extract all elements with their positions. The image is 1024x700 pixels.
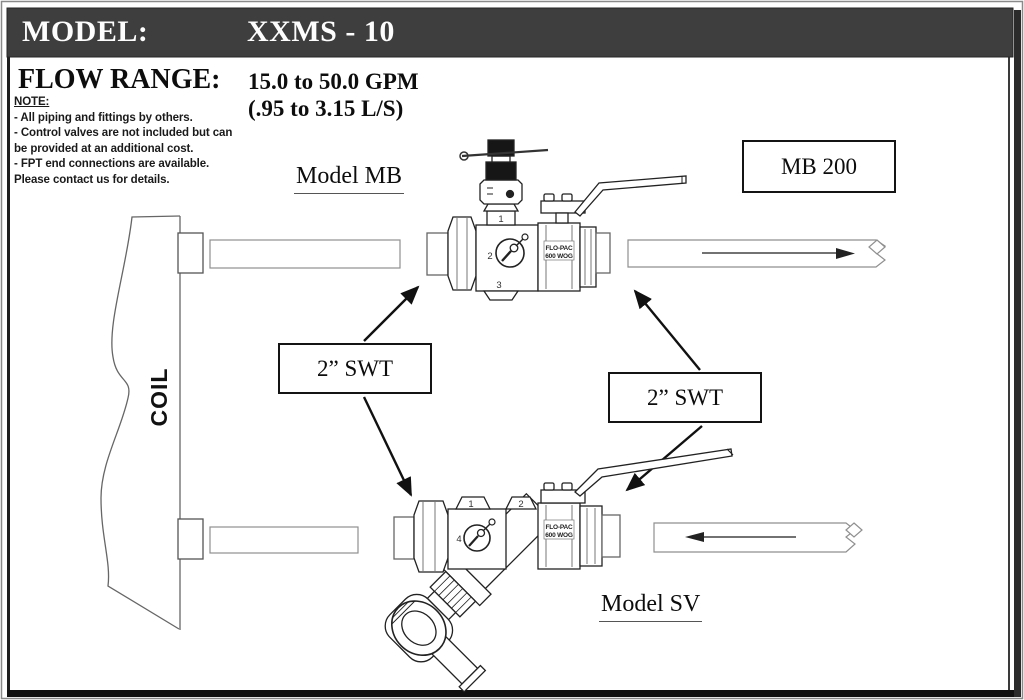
flow-range-lps: (.95 to 3.15 L/S) [248, 96, 404, 121]
header-bar [6, 7, 1014, 58]
sv-port-4: 4 [456, 534, 461, 545]
swt-arrow-to-sv-left [362, 396, 413, 497]
swt-arrow-to-mb-right [633, 289, 701, 371]
sv-port-2: 2 [518, 499, 523, 510]
pipe-break-icon [845, 522, 863, 538]
pt-port-icon [495, 233, 529, 268]
sv-brand: FLO-PAC [545, 524, 573, 531]
coil-label: COIL [146, 368, 172, 427]
swt-left-text: 2” SWT [316, 355, 393, 381]
pipe-break-icon [868, 239, 886, 255]
flow-arrow-right-icon [836, 248, 855, 259]
mb-port-2: 2 [487, 251, 492, 262]
mb200-text: MB 200 [780, 153, 858, 179]
model-number: XXMS - 10 [247, 15, 395, 48]
flow-range-label: FLOW RANGE: [18, 64, 221, 95]
sv-port-1: 1 [468, 499, 473, 510]
valve-handle-icon [574, 175, 687, 217]
return-pipe-left [209, 526, 359, 554]
note-line: - All piping and fittings by others. [14, 111, 193, 124]
note-block: NOTE: - All piping and fittings by other… [14, 95, 232, 189]
mb200-box: MB 200 [742, 140, 896, 193]
mb-port-1: 1 [498, 214, 503, 225]
flow-range-values: 15.0 to 50.0 GPM (.95 to 3.15 L/S) [248, 68, 419, 122]
mb-port-3: 3 [496, 280, 501, 291]
swt-box-right: 2” SWT [608, 372, 762, 423]
coil-drawing: COIL [100, 215, 204, 630]
model-sv-caption: Model SV [599, 591, 703, 622]
pipes [209, 239, 887, 554]
swt-arrow-to-mb-left [363, 285, 420, 342]
note-line: Please contact us for details. [14, 173, 170, 186]
flow-direction-arrows [685, 248, 855, 542]
swt-right-text: 2” SWT [646, 384, 723, 410]
mb-brand: FLO-PAC [545, 245, 573, 252]
sv-rating: 600 WOG [545, 532, 573, 539]
model-sv-text: Model SV [599, 591, 703, 622]
valve-mb-drawing: 1 2 3 FLO-PAC 600 WOG [426, 139, 687, 301]
model-field-label: MODEL: [22, 15, 149, 48]
flow-range-gpm: 15.0 to 50.0 GPM [248, 69, 419, 94]
callout-arrows [362, 285, 703, 497]
supply-pipe-left [209, 239, 401, 269]
swt-box-left: 2” SWT [278, 343, 432, 394]
note-line: - Control valves are not included but ca… [14, 127, 233, 140]
model-mb-text: Model MB [294, 163, 405, 194]
swt-arrow-to-sv-right [625, 425, 703, 492]
valve-handle-icon [574, 448, 733, 497]
note-line: - FPT end connections are available. [14, 158, 210, 171]
note-line: be provided at an additional cost. [14, 142, 194, 155]
vent-pin-icon [461, 148, 549, 158]
mb-rating: 600 WOG [545, 253, 573, 260]
pt-port-icon [463, 518, 496, 552]
valve-sv-drawing: 1 2 4 FLO-PAC 600 WOG [384, 448, 734, 693]
model-mb-caption: Model MB [294, 163, 405, 194]
flow-arrow-left-icon [685, 532, 704, 542]
note-title: NOTE: [14, 96, 50, 108]
